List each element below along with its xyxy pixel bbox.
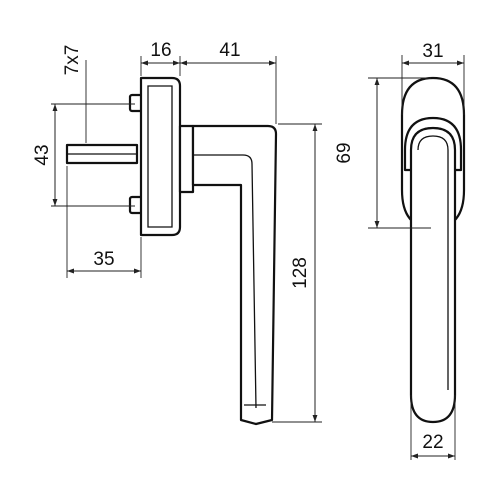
front-view: 69 31 22 <box>334 41 466 460</box>
dim-rose-width: 31 <box>422 41 443 62</box>
dim-grip-width: 22 <box>422 432 443 453</box>
dim-spindle-size: 7x7 <box>62 45 83 76</box>
dim-base-depth: 16 <box>150 40 171 61</box>
base-plate-inner <box>147 85 173 228</box>
side-view: 43 7x7 35 16 41 128 <box>32 40 322 426</box>
dim-rose-height: 69 <box>334 142 355 163</box>
hub <box>178 124 195 194</box>
lever-arm <box>191 124 278 426</box>
dim-lever-reach: 41 <box>219 40 240 61</box>
base-plate <box>139 76 182 237</box>
dim-spindle-length: 35 <box>93 249 114 270</box>
dim-handle-length: 128 <box>290 257 311 289</box>
grip-highlight <box>417 135 449 390</box>
dim-screw-spacing: 43 <box>32 144 53 165</box>
lever-inner-edge <box>193 154 257 409</box>
